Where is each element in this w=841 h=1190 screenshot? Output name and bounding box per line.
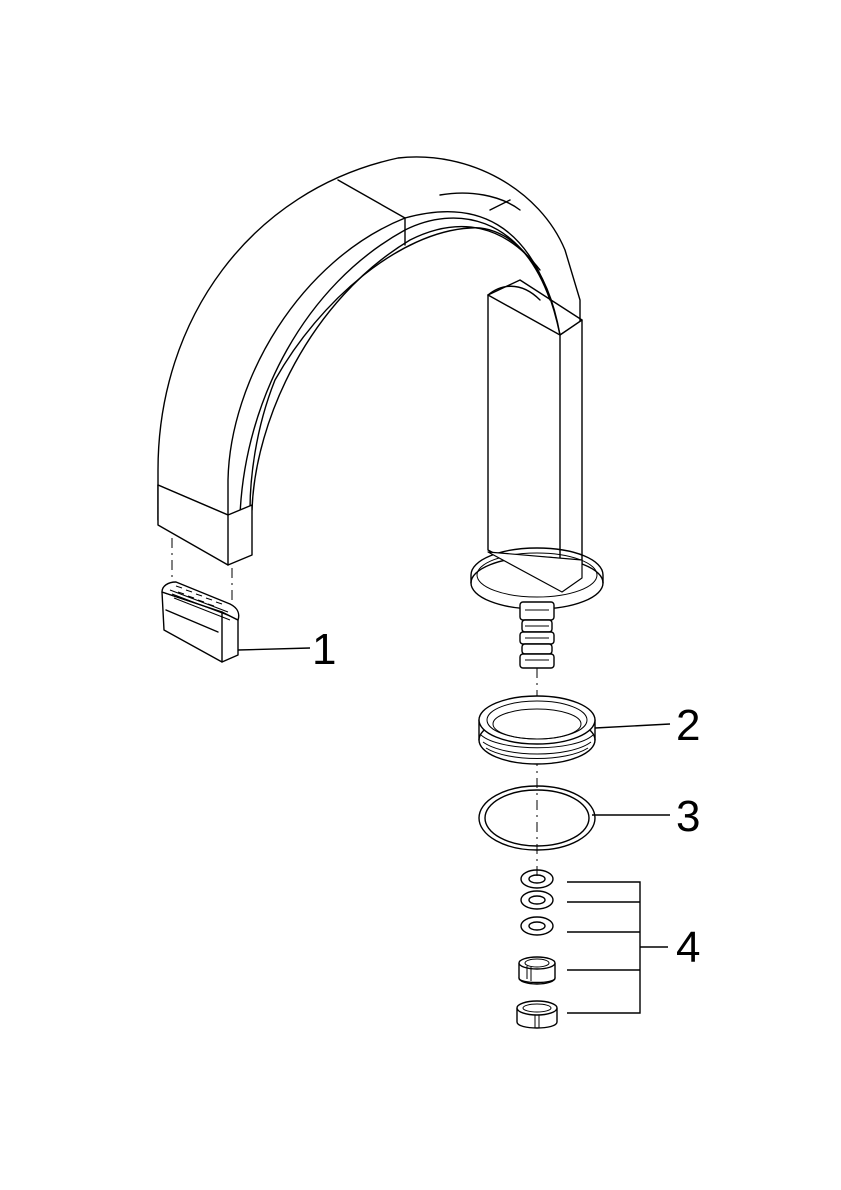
callout-leader-1 [237, 647, 311, 651]
washer-2 [520, 890, 554, 910]
part-number-3: 3 [676, 792, 700, 841]
aerator-mesh [175, 585, 223, 607]
o-ring [478, 785, 596, 851]
callout-leader-4 [567, 881, 668, 1014]
sleeve-1 [518, 956, 556, 985]
part-number-4: 4 [676, 923, 700, 972]
washer-1 [520, 869, 554, 889]
sleeve-2 [516, 1000, 558, 1029]
base-rosette [470, 547, 604, 610]
washer-3 [520, 916, 554, 936]
part-number-1: 1 [312, 625, 336, 674]
callout-leader-2 [594, 723, 671, 729]
washer-set [516, 869, 558, 1029]
part-number-2: 2 [676, 701, 700, 750]
threaded-shank [519, 601, 555, 669]
spout [157, 156, 583, 591]
aerator [161, 581, 240, 663]
mounting-nut [478, 695, 596, 765]
aerator-axis [171, 538, 233, 600]
